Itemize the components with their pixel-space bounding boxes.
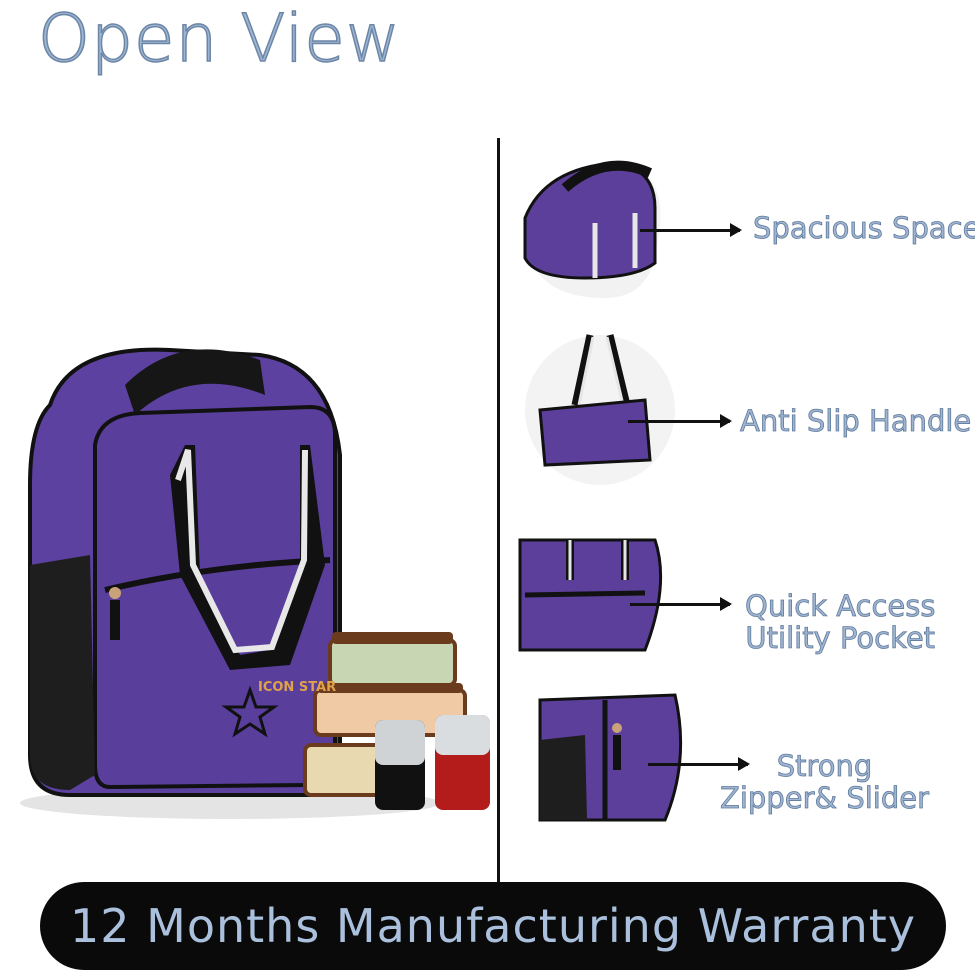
arrow-pocket bbox=[630, 597, 732, 611]
vertical-divider bbox=[497, 138, 500, 883]
brand-logo: ICON STAR bbox=[258, 680, 337, 695]
feature-thumbnail-spacious bbox=[523, 160, 661, 298]
feature-label-pocket: Quick Access Utility Pocket bbox=[745, 589, 936, 655]
feature-thumbnail-handle bbox=[525, 334, 675, 485]
feature-label-zipper: Strong Zipper& Slider bbox=[720, 749, 930, 815]
feature-label-handle: Anti Slip Handle bbox=[740, 404, 972, 438]
warranty-text: 12 Months Manufacturing Warranty bbox=[70, 899, 916, 953]
arrow-handle bbox=[628, 414, 732, 428]
arrow-spacious bbox=[640, 223, 742, 237]
lunch-bag-product-image bbox=[20, 347, 490, 819]
feature-thumbnail-pocket bbox=[518, 538, 663, 652]
page-title: Open View bbox=[37, 0, 401, 78]
feature-thumbnail-zipper bbox=[538, 693, 683, 822]
feature-label-spacious: Spacious Space bbox=[753, 211, 975, 245]
arrow-zipper bbox=[648, 757, 750, 771]
warranty-banner: 12 Months Manufacturing Warranty bbox=[40, 882, 946, 970]
